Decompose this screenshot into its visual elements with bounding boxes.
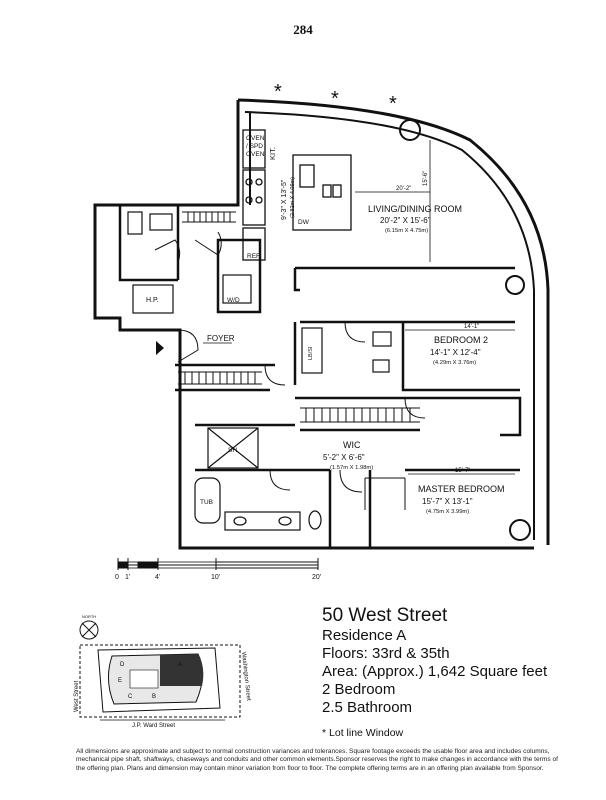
lb-label: LB/SI bbox=[308, 346, 314, 360]
kitchen-metric: (2.82m X 4.09m) bbox=[290, 177, 296, 218]
disclaimer: All dimensions are approximate and subje… bbox=[76, 748, 558, 772]
building-name: 50 West Street bbox=[322, 605, 448, 626]
bedroom2-label: BEDROOM 2 bbox=[434, 335, 488, 345]
living-dim-depth: 15'-6" bbox=[423, 171, 429, 186]
living-dims: 20'-2" X 15'-6" bbox=[380, 216, 431, 225]
key-unit-e: E bbox=[118, 678, 122, 684]
wic-label: WIC bbox=[343, 440, 361, 450]
foyer-label: FOYER bbox=[207, 334, 235, 343]
key-west-street: West Street bbox=[74, 680, 80, 712]
scale-label-1: 1' bbox=[125, 574, 130, 581]
bedroom2-dim-width: 14'-1" bbox=[464, 324, 479, 330]
area: Area: (Approx.) 1,642 Square feet bbox=[322, 663, 548, 680]
floors: Floors: 33rd & 35th bbox=[322, 645, 450, 662]
tub-label: TUB bbox=[200, 499, 213, 506]
kitchen-fixtures bbox=[242, 129, 352, 261]
master-metric: (4.75m X 3.99m) bbox=[426, 509, 469, 515]
dw-label: DW bbox=[298, 219, 310, 226]
door-swings bbox=[154, 231, 426, 493]
key-unit-d: D bbox=[120, 662, 125, 668]
bedroom-count: 2 Bedroom bbox=[322, 681, 396, 698]
powder-room-fixtures bbox=[127, 211, 252, 314]
key-unit-b: B bbox=[152, 694, 156, 700]
master-bath-fixtures bbox=[194, 427, 322, 531]
lot-line-note-text: Lot line Window bbox=[329, 727, 404, 739]
bedroom2-dims: 14'-1" X 12'-4" bbox=[430, 348, 481, 357]
interior-walls bbox=[118, 205, 522, 548]
oven-label: OVEN bbox=[246, 135, 265, 142]
residence-name: Residence A bbox=[322, 627, 407, 644]
sh-label: SH bbox=[228, 447, 237, 454]
key-unit-c: C bbox=[128, 694, 133, 700]
master-dims: 15'-7" X 13'-1" bbox=[422, 497, 473, 506]
column-mid bbox=[505, 275, 525, 295]
exterior-walls bbox=[93, 98, 550, 550]
oven2-label: OVEN bbox=[246, 151, 265, 158]
closet-shelving bbox=[178, 211, 420, 510]
column-top bbox=[399, 119, 421, 141]
bath2-fixtures bbox=[301, 327, 392, 374]
scale-label-20: 20' bbox=[312, 574, 321, 581]
key-unit-a: A bbox=[178, 662, 182, 668]
scale-label-0: 0 bbox=[115, 574, 119, 581]
master-dim-width: 15'-7" bbox=[455, 468, 470, 474]
lot-line-mark-3: * bbox=[389, 93, 397, 115]
scale-label-10: 10' bbox=[211, 574, 220, 581]
hp-label: H.P. bbox=[146, 297, 159, 304]
lot-line-mark-1: * bbox=[274, 81, 282, 103]
key-plan: NORTH D C B A E West Street Washington S… bbox=[74, 614, 251, 729]
column-bottom bbox=[509, 519, 531, 541]
spd-label: / SPD bbox=[246, 143, 263, 150]
kitchen-label: KIT. bbox=[268, 147, 277, 160]
lot-line-note-mark: * bbox=[322, 727, 327, 739]
wd-label: W/D bbox=[227, 297, 240, 304]
kitchen-dims: 9'-3" X 13'-5" bbox=[281, 179, 288, 220]
master-label: MASTER BEDROOM bbox=[418, 484, 505, 494]
residence-info: 50 West Street Residence A Floors: 33rd … bbox=[322, 605, 547, 739]
north-compass-icon bbox=[79, 620, 99, 640]
north-label: NORTH bbox=[82, 614, 96, 619]
living-label: LIVING/DINING ROOM bbox=[368, 204, 462, 214]
bedroom2-metric: (4.29m X 3.76m) bbox=[433, 360, 476, 366]
bathroom-count: 2.5 Bathroom bbox=[322, 699, 413, 716]
key-jp-ward-street: J.P. Ward Street bbox=[132, 723, 175, 729]
scale-bar bbox=[117, 558, 319, 570]
living-dim-width: 20'-2" bbox=[396, 186, 411, 192]
wic-dims: 5'-2" X 6'-6" bbox=[323, 453, 365, 462]
page-number: 284 bbox=[293, 22, 313, 37]
entry-arrow-icon bbox=[156, 341, 164, 355]
scale-label-4: 4' bbox=[155, 574, 160, 581]
key-washington-street: Washington Street bbox=[240, 652, 251, 702]
wic-metric: (1.57m X 1.98m) bbox=[330, 465, 373, 471]
lot-line-mark-2: * bbox=[331, 88, 339, 110]
ref-label: REF bbox=[247, 253, 260, 260]
living-metric: (6.15m X 4.75m) bbox=[385, 228, 428, 234]
lot-line-note: * Lot line Window bbox=[322, 727, 547, 739]
